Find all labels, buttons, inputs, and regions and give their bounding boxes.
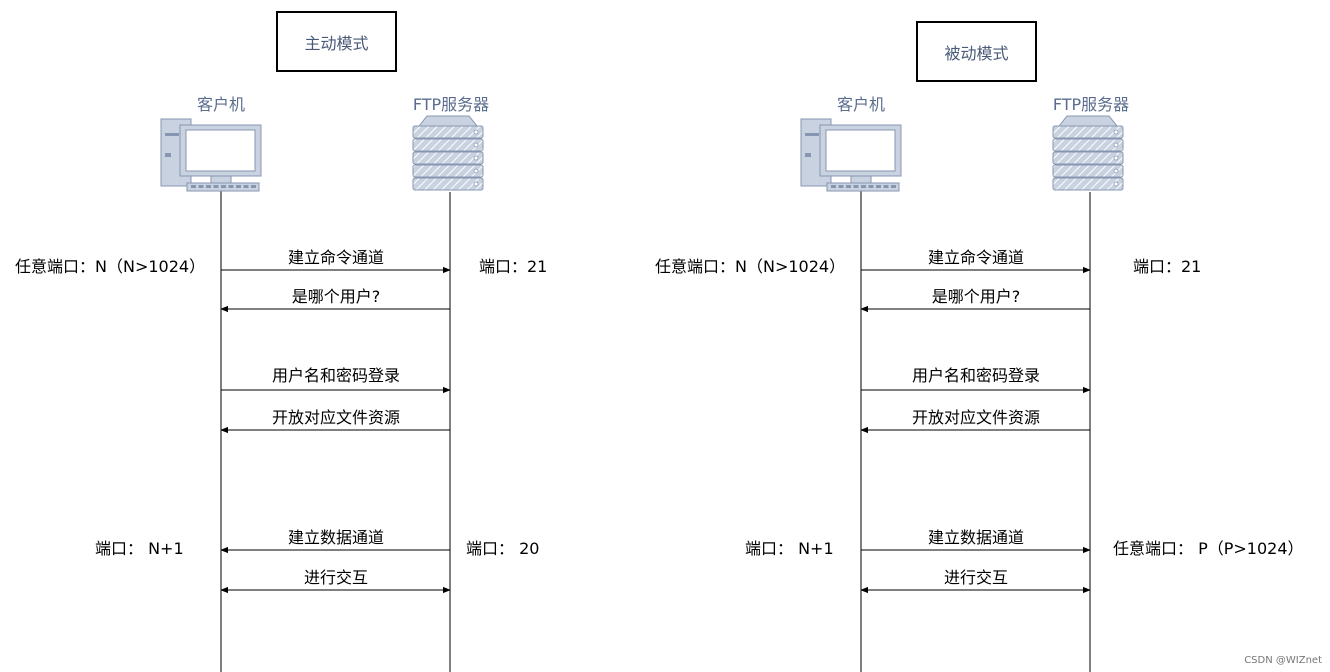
message-label: 用户名和密码登录 xyxy=(911,366,1040,385)
server-command-port-label: 端口：21 xyxy=(479,257,548,276)
client-data-port-label: 端口： N+1 xyxy=(95,539,184,558)
message-label: 建立数据通道 xyxy=(927,528,1024,547)
message-label: 是哪个用户? xyxy=(291,287,381,306)
client-command-port-label: 任意端口：N（N>1024） xyxy=(15,257,206,276)
passive-mode-title: 被动模式 xyxy=(944,43,1009,63)
message-label: 建立命令通道 xyxy=(927,248,1024,267)
message-label: 用户名和密码登录 xyxy=(271,366,400,385)
server-rack-icon xyxy=(1052,115,1124,191)
passive-mode-panel-graphics xyxy=(800,115,1124,672)
client-label: 客户机 xyxy=(836,95,885,114)
active-mode-panel-graphics xyxy=(160,115,484,672)
client-label: 客户机 xyxy=(196,95,245,114)
passive-mode-title-box: 被动模式 xyxy=(916,21,1037,82)
computer-icon xyxy=(160,118,262,192)
server-command-port-label: 端口：21 xyxy=(1133,257,1202,276)
message-label: 建立命令通道 xyxy=(287,248,384,267)
ftp-server-label: FTP服务器 xyxy=(1052,95,1130,114)
message-label: 建立数据通道 xyxy=(287,528,384,547)
message-label: 进行交互 xyxy=(943,568,1008,587)
message-label: 开放对应文件资源 xyxy=(271,408,400,427)
watermark: CSDN @WIZnet xyxy=(1244,655,1322,666)
server-data-port-label: 端口： 20 xyxy=(466,539,540,558)
message-label: 进行交互 xyxy=(303,568,368,587)
computer-icon xyxy=(800,118,902,192)
active-mode-title-box: 主动模式 xyxy=(276,11,397,72)
client-command-port-label: 任意端口：N（N>1024） xyxy=(655,257,846,276)
client-data-port-label: 端口： N+1 xyxy=(745,539,834,558)
server-data-port-label: 任意端口： P（P>1024） xyxy=(1113,539,1304,558)
message-label: 开放对应文件资源 xyxy=(911,408,1040,427)
ftp-server-label: FTP服务器 xyxy=(412,95,490,114)
message-label: 是哪个用户? xyxy=(931,287,1021,306)
server-rack-icon xyxy=(412,115,484,191)
active-mode-title: 主动模式 xyxy=(304,33,369,53)
